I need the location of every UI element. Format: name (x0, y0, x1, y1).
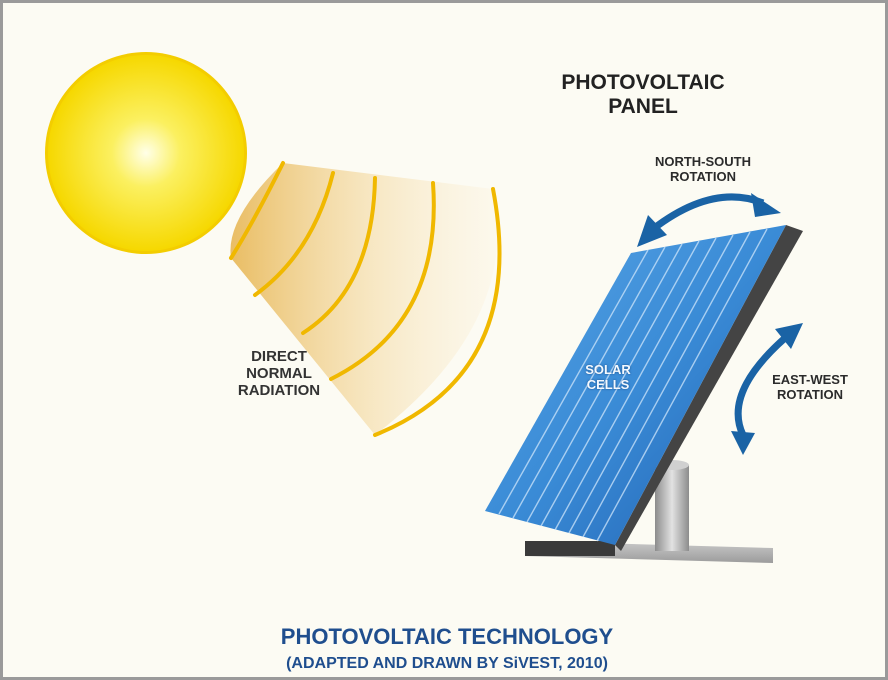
diagram-canvas (45, 52, 803, 563)
solar-cells-label-line: CELLS (586, 376, 630, 392)
diagram-title: PHOTOVOLTAIC TECHNOLOGY (280, 624, 614, 649)
north-south-label-line: ROTATION (670, 168, 736, 184)
radiation-waves (229, 161, 502, 437)
east-west-rotation-arrow (731, 323, 803, 455)
panel-title-line: PHOTOVOLTAIC (561, 71, 725, 94)
north-south-rotation-label: NORTH-SOUTH ROTATION (623, 154, 783, 184)
solar-cells-label: SOLAR CELLS (558, 362, 658, 392)
solar-panel-icon (485, 225, 803, 563)
direct-normal-radiation-label: DIRECT NORMAL RADIATION (213, 348, 345, 399)
solar-cells-label-line: SOLAR (585, 362, 631, 377)
radiation-label-line: NORMAL (246, 364, 312, 382)
radiation-wave (301, 176, 377, 335)
radiation-wave (373, 187, 502, 437)
panel-title-line: PANEL (608, 94, 678, 118)
panel-cell-lines (498, 228, 768, 542)
north-south-rotation-arrow (637, 193, 781, 247)
east-west-rotation-label: EAST-WEST ROTATION (755, 372, 865, 402)
east-west-label-line: EAST-WEST (772, 372, 848, 387)
radiation-label-line: RADIATION (237, 381, 321, 399)
radiation-wave (329, 181, 436, 381)
radiation-label-line: DIRECT (251, 348, 307, 365)
north-south-label-line: NORTH-SOUTH (654, 154, 752, 169)
panel-title: PHOTOVOLTAIC PANEL (523, 71, 763, 118)
diagram-credit: (ADAPTED AND DRAWN BY SiVEST, 2010) (286, 655, 608, 672)
radiation-wave (253, 171, 335, 297)
east-west-label-line: ROTATION (777, 386, 843, 402)
radiation-wave (229, 161, 285, 260)
sun-icon (45, 52, 247, 254)
